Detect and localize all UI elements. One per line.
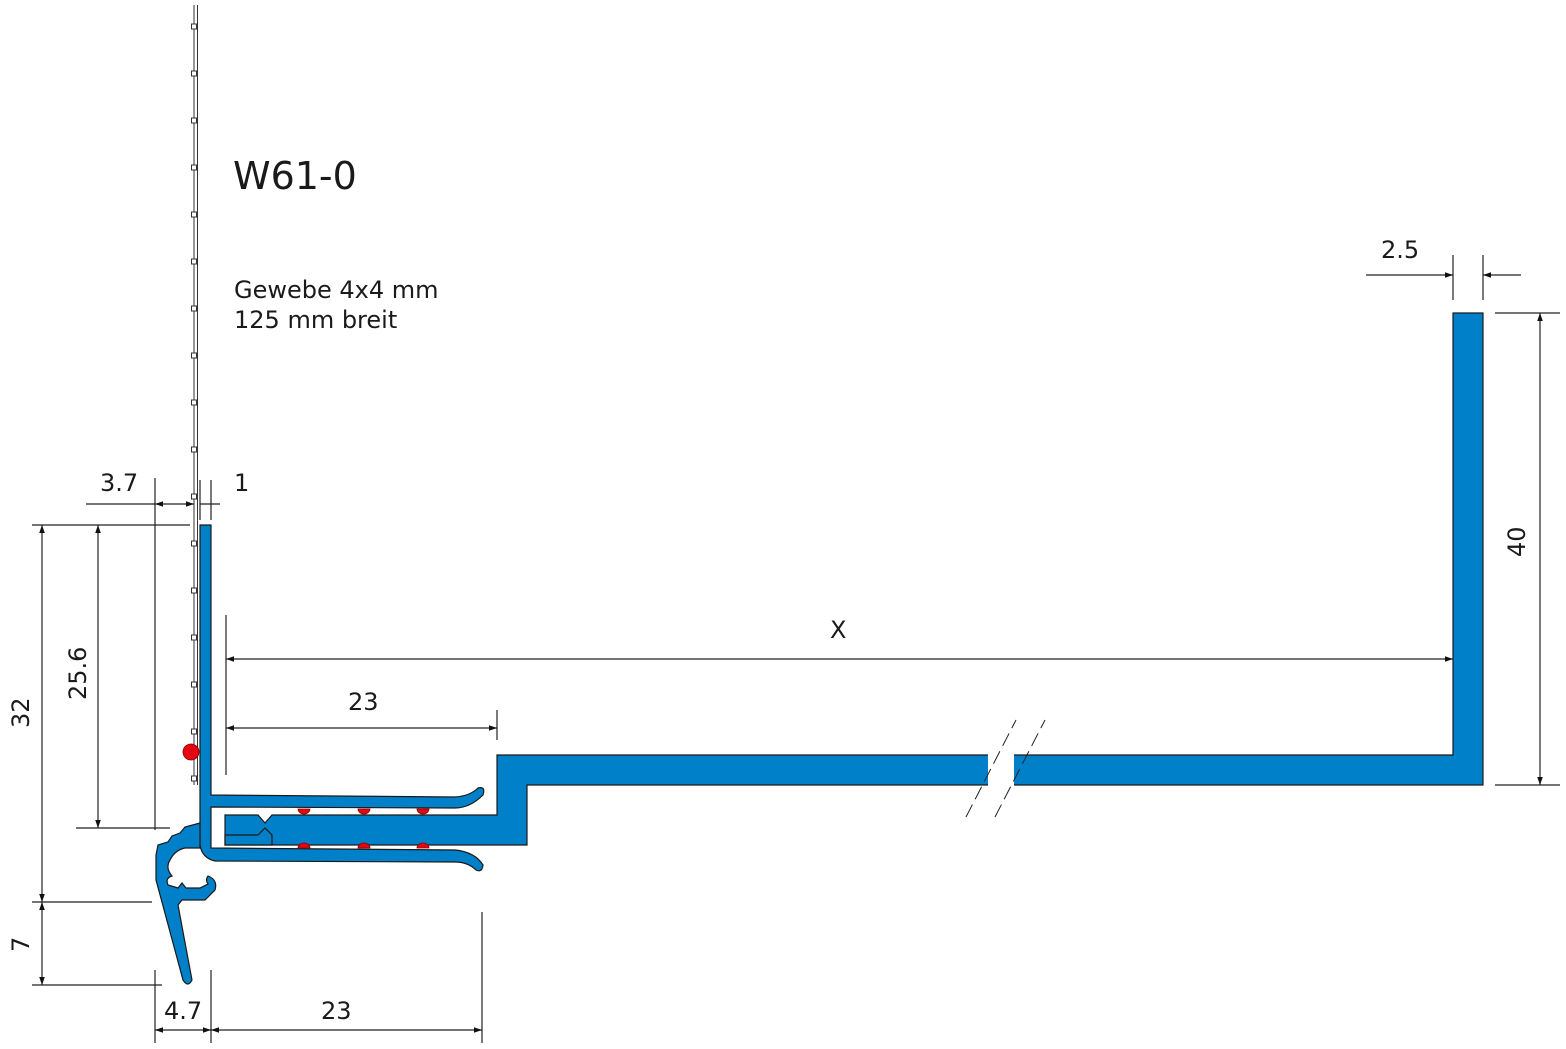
mesh-node bbox=[191, 305, 197, 312]
dim-x: X bbox=[830, 616, 846, 644]
mesh-node bbox=[191, 681, 197, 688]
mesh-fabric bbox=[191, 5, 198, 785]
mesh-node bbox=[191, 493, 197, 500]
mesh-node bbox=[191, 399, 197, 406]
mesh-node bbox=[191, 258, 197, 265]
dim-4-7: 4.7 bbox=[164, 997, 202, 1025]
main-profile bbox=[224, 312, 1484, 846]
dimension-lines bbox=[32, 255, 1560, 1043]
aluminium-profile bbox=[155, 312, 1484, 985]
dim-3-7: 3.7 bbox=[100, 469, 138, 497]
dim-23-bottom: 23 bbox=[321, 997, 352, 1025]
dim-1: 1 bbox=[234, 469, 249, 497]
mesh-node bbox=[191, 211, 197, 218]
foot-profile bbox=[155, 822, 217, 985]
mesh-node bbox=[191, 634, 197, 641]
seal-dot bbox=[182, 743, 200, 761]
dim-23-top: 23 bbox=[348, 688, 379, 716]
product-title: W61-0 bbox=[233, 154, 357, 198]
mesh-node bbox=[191, 728, 197, 735]
mesh-node bbox=[191, 446, 197, 453]
dim-7: 7 bbox=[7, 937, 35, 952]
mesh-node bbox=[191, 164, 197, 171]
dim-25-6: 25.6 bbox=[64, 647, 92, 700]
seal-dots bbox=[182, 743, 430, 849]
note-fabric: Gewebe 4x4 mm bbox=[234, 276, 439, 304]
mesh-node bbox=[191, 352, 197, 359]
dim-40: 40 bbox=[1503, 526, 1531, 557]
dim-32: 32 bbox=[7, 697, 35, 728]
clip-profile bbox=[199, 524, 485, 872]
break-symbol bbox=[965, 719, 1046, 818]
mesh-node bbox=[191, 587, 197, 594]
dim-2-5: 2.5 bbox=[1381, 236, 1419, 264]
note-width: 125 mm breit bbox=[234, 306, 397, 334]
mesh-node bbox=[191, 23, 197, 30]
mesh-node bbox=[191, 540, 197, 547]
mesh-node bbox=[191, 117, 197, 124]
mesh-node bbox=[191, 70, 197, 77]
mesh-node bbox=[191, 775, 197, 782]
